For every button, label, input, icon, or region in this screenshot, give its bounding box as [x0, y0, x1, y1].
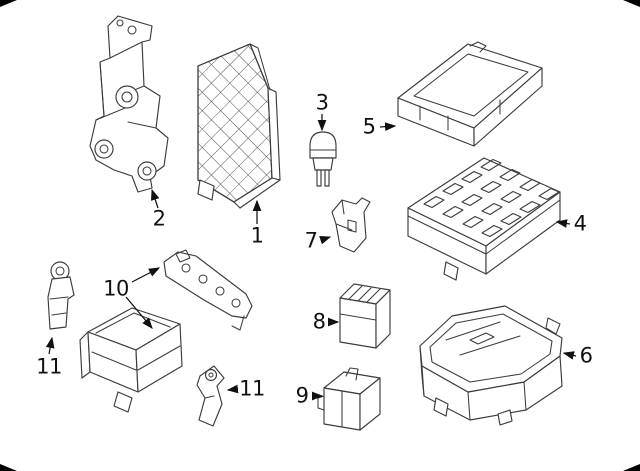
grommet — [94, 139, 114, 159]
bolt-hole — [198, 274, 208, 284]
arrow-to-part-7 — [319, 236, 332, 245]
part-fusible-link-bracket-drawing — [196, 365, 225, 427]
callout-6: 6 — [579, 343, 593, 368]
part-mounting-bracket-drawing — [89, 15, 169, 193]
part-fusible-link-drawing — [47, 261, 75, 330]
bolt-hole — [231, 298, 241, 308]
bolt-hole — [215, 286, 225, 296]
part-fuse-box-drawing — [407, 157, 561, 281]
callout-11-right: 11 — [239, 376, 265, 401]
arrow-to-part-11-left — [45, 336, 55, 355]
part-fuse-holder-bracket-drawing — [331, 197, 371, 253]
part-support-tray-drawing — [79, 307, 183, 413]
corner-mark-bottom-right — [623, 464, 640, 471]
part-support-bracket-drawing — [163, 249, 253, 331]
corner-mark-bottom-left — [0, 464, 17, 471]
bolt-hole — [181, 263, 191, 273]
part-lattice-panel-drawing — [197, 43, 281, 209]
arrow-to-part-2 — [151, 188, 160, 209]
callout-3: 3 — [315, 90, 329, 115]
callout-7: 7 — [304, 228, 318, 253]
arrow-to-part-4 — [555, 219, 571, 228]
callout-5: 5 — [362, 114, 376, 139]
callout-8: 8 — [312, 309, 326, 334]
part-micro-relay-drawing — [317, 367, 381, 431]
arrow-to-part-5 — [379, 122, 397, 132]
callout-11-left: 11 — [36, 354, 62, 379]
arrow-to-part-6 — [562, 351, 577, 360]
grommet — [115, 85, 139, 109]
arrow-to-part-10-bracket — [131, 267, 161, 283]
part-relay-drawing — [339, 283, 391, 349]
part-lower-tray-drawing — [419, 305, 563, 426]
lattice-face — [197, 43, 273, 203]
callout-arrows — [45, 114, 577, 401]
arrow-to-part-11-right — [226, 384, 239, 394]
callout-9: 9 — [295, 383, 309, 408]
part-fuse-box-cover-drawing — [397, 41, 543, 147]
arrow-to-part-10-tray — [125, 296, 153, 329]
callout-2: 2 — [152, 206, 166, 231]
grommet — [137, 161, 157, 181]
callout-10: 10 — [103, 276, 129, 301]
callout-1: 1 — [250, 223, 264, 248]
corner-mark-top-right — [623, 0, 640, 7]
callout-4: 4 — [573, 211, 587, 236]
corner-mark-top-left — [0, 0, 17, 7]
part-blade-fuse-drawing — [309, 131, 337, 187]
